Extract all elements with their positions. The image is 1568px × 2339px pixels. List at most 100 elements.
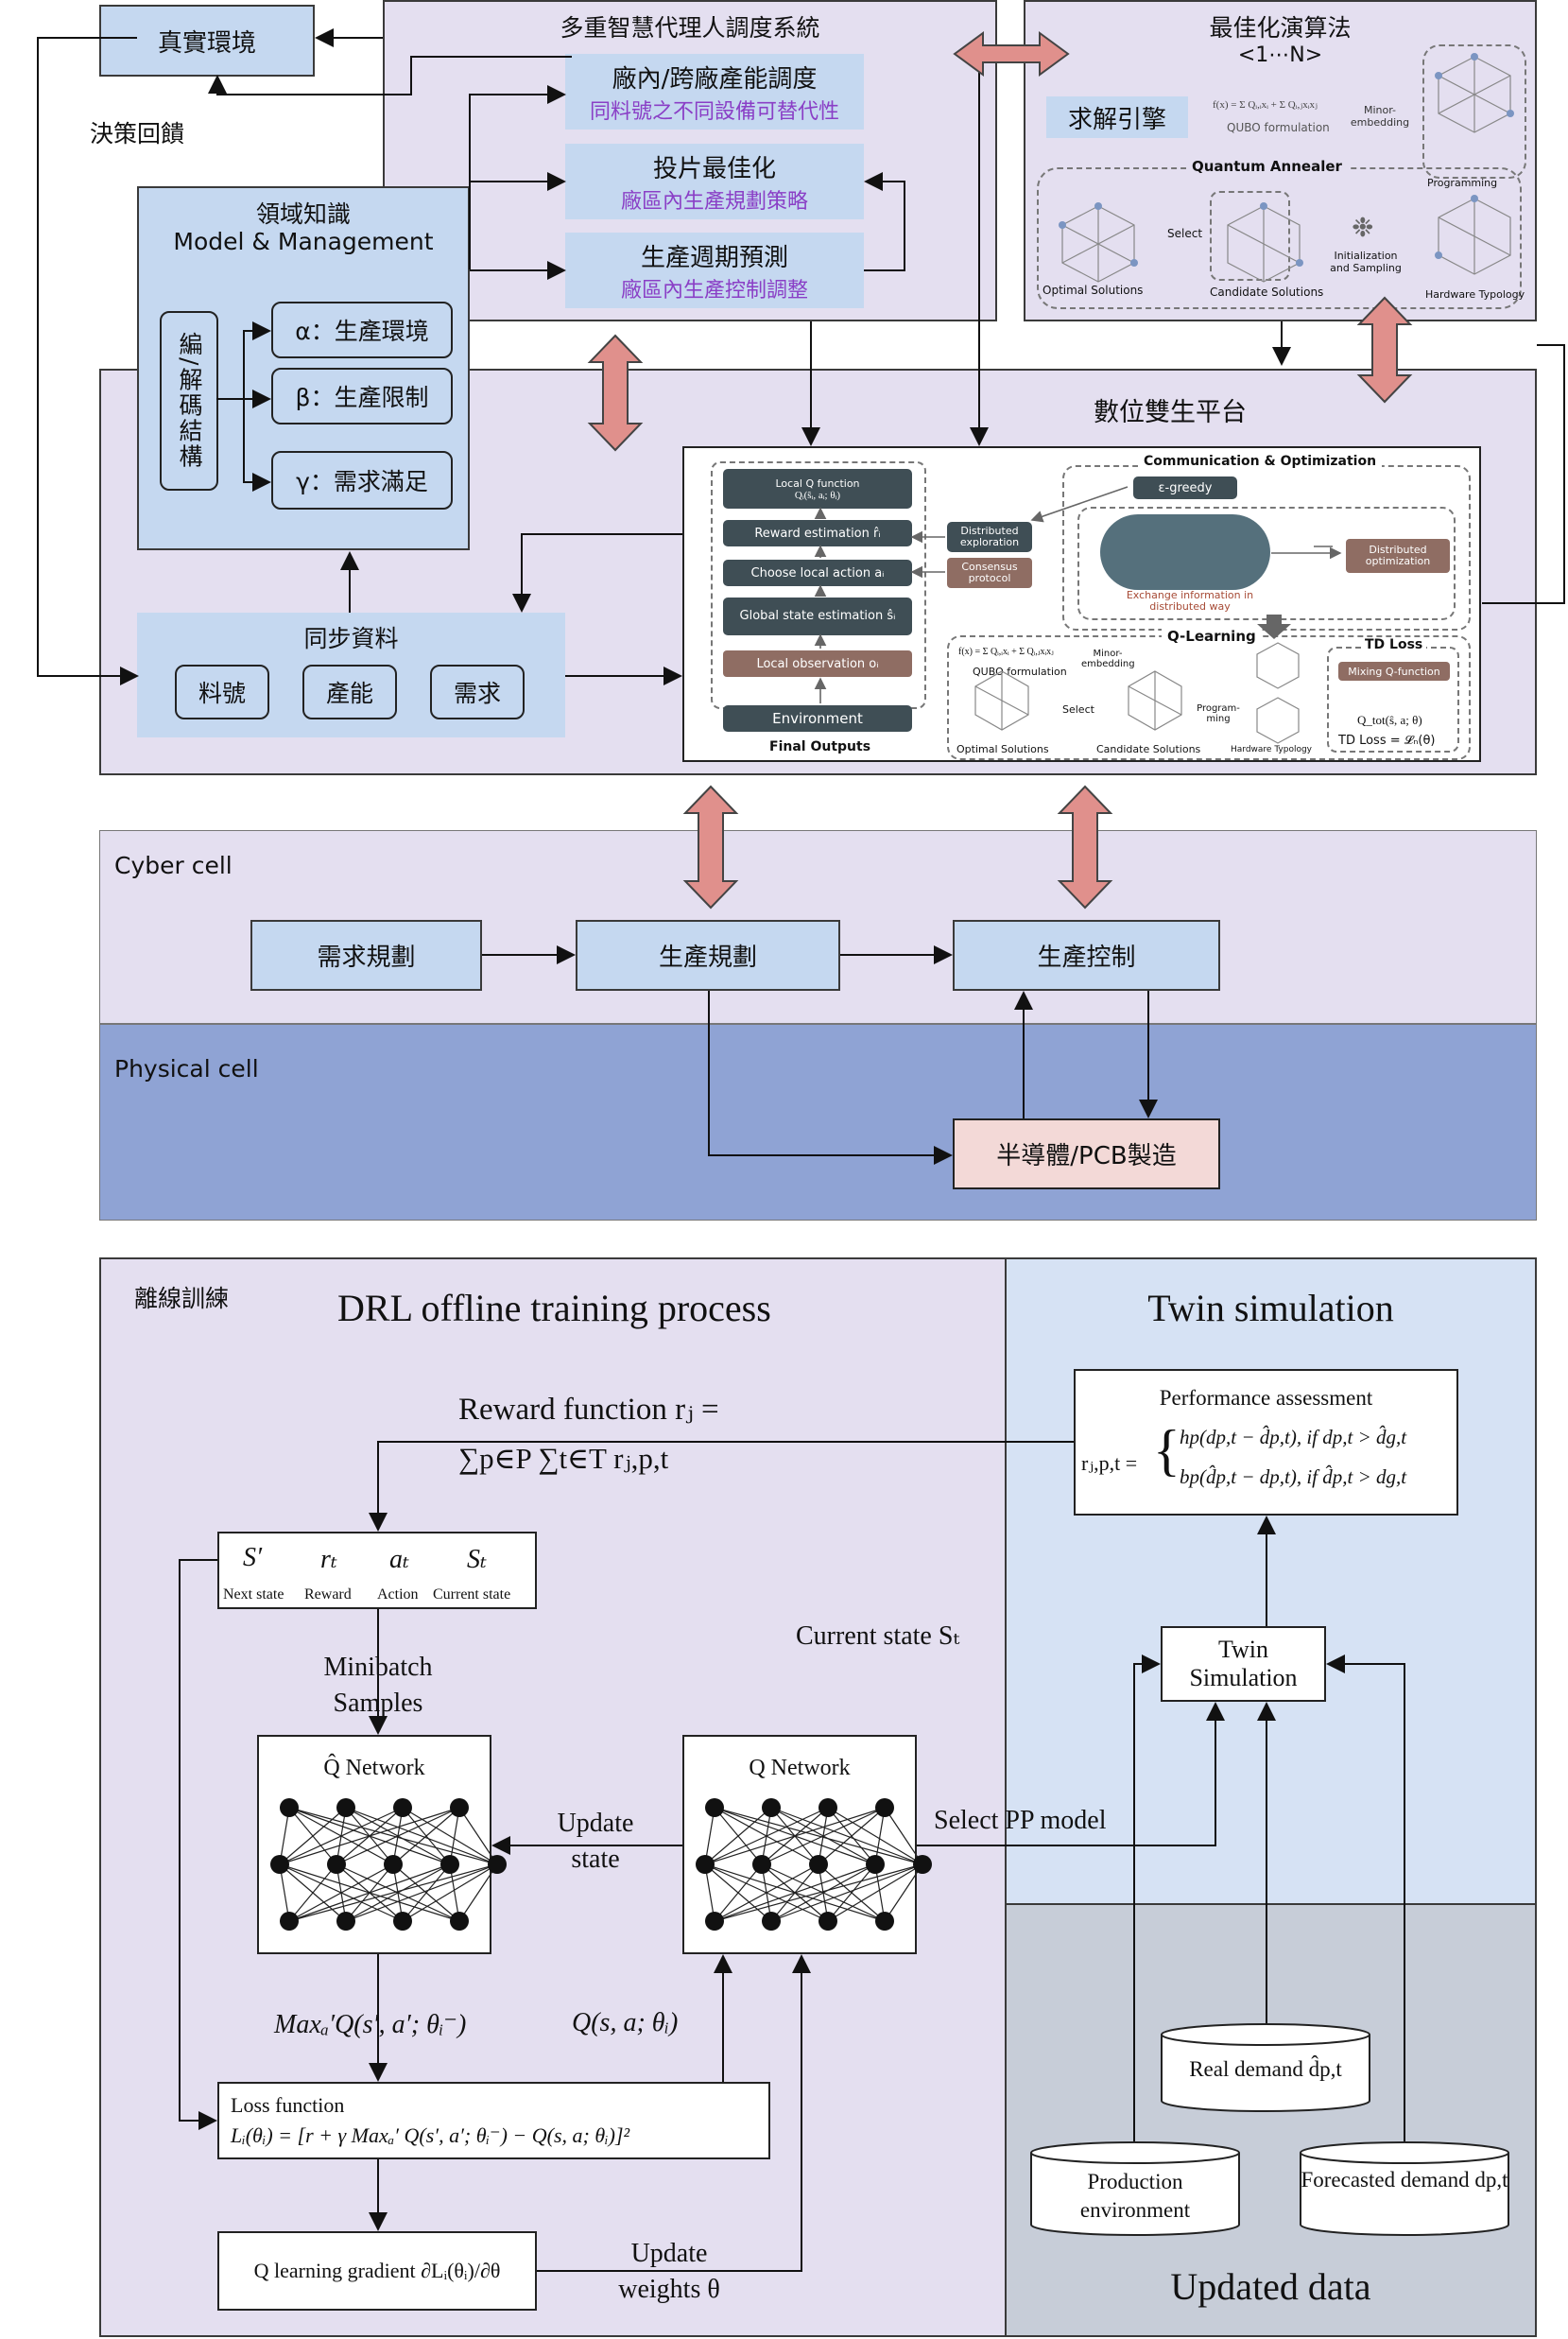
perf-title: Performance assessment — [1159, 1386, 1373, 1410]
choose-action-box: Choose local action aᵢ — [723, 560, 912, 586]
alpha-environment-box: α：生產環境 — [271, 302, 453, 358]
init-sampling-label: Initialization and Sampling — [1330, 250, 1402, 274]
distributed-exploration-box: Distributed exploration — [947, 522, 1032, 552]
egreedy-label: ε-greedy — [1158, 480, 1213, 495]
action-label: Action — [377, 1586, 419, 1603]
solver-engine-label: 求解引擎 — [1067, 105, 1166, 134]
optimization-title: 最佳化演算法 — [1209, 14, 1352, 42]
select-pp-model-label: Select PP model — [934, 1806, 1107, 1835]
optimal-solutions-label: Optimal Solutions — [1042, 284, 1144, 297]
current-state-label: Current state — [433, 1586, 511, 1603]
twin-sim-box-label: Twin Simulation — [1189, 1636, 1298, 1691]
reward-est-label: Reward estimation r̂ᵢ — [754, 526, 881, 541]
comm-opt-title: Communication & Optimization — [1138, 454, 1383, 469]
codec-structure-box: 編/解碼結構 — [160, 311, 218, 491]
real-environment-box: 真實環境 — [99, 5, 315, 77]
select-label: Select — [1167, 227, 1203, 240]
alpha-label: α：生產環境 — [295, 318, 429, 345]
hardware-typology-label: Hardware Typology — [1425, 288, 1525, 301]
real-demand-label: Real demand d̂p,t — [1189, 2057, 1342, 2081]
q-learning-title: Q-Learning — [1162, 628, 1262, 645]
action-symbol: aₜ — [389, 1545, 409, 1574]
current-state-symbol: Sₜ — [467, 1545, 487, 1574]
real-demand-cylinder: Real demand d̂p,t — [1161, 2023, 1370, 2112]
consensus-label: Consensus protocol — [961, 561, 1018, 584]
performance-assessment-box: Performance assessment rⱼ,p,t = { hp(dp,… — [1074, 1369, 1458, 1516]
q-network-box: Q Network — [682, 1735, 917, 1954]
candidate-frame — [1210, 191, 1290, 281]
inner-candidate-label: Candidate Solutions — [1096, 743, 1201, 755]
physical-cell-label: Physical cell — [114, 1055, 259, 1083]
hardware-frame — [1422, 44, 1526, 179]
updated-data-panel: Updated data — [1005, 1903, 1537, 2337]
update-state-label: Update state — [557, 1809, 634, 1874]
wafer-start-box: 投片最佳化 廠區內生產規劃策略 — [565, 144, 864, 219]
inner-qubo-label: QUBO formulation — [973, 666, 1067, 678]
inner-select-label: Select — [1062, 703, 1094, 716]
qubo-label: QUBO formulation — [1227, 121, 1330, 134]
multi-agent-title: 多重智慧代理人調度系統 — [560, 14, 820, 42]
domain-title: 領域知識 — [255, 200, 351, 228]
td-formula-label: TD Loss = 𝓛ₙ(θ) — [1338, 734, 1436, 748]
beta-label: β：生產限制 — [295, 384, 429, 411]
sync-data-box: 同步資料 料號 產能 需求 — [137, 613, 565, 737]
q-expression: Q(s, a; θᵢ) — [572, 2008, 679, 2037]
digital-twin-title: 數位雙生平台 — [1094, 398, 1247, 427]
marl-architecture-box: Local Q function Qᵢ(ŝᵢ, aᵢ; θᵢ) Reward e… — [682, 446, 1481, 762]
current-state-note: Current state Sₜ — [796, 1621, 960, 1651]
optimization-panel: 最佳化演算法 <1⋯N> 求解引擎 f(x) = Σ Qᵢ,ᵢxᵢ + Σ Qᵢ… — [1024, 0, 1537, 321]
qtot-label: Q_tot(ŝ, a; θ) — [1357, 713, 1422, 727]
minor-embedding-label: Minor-embedding — [1350, 104, 1410, 129]
inner-optimal-label: Optimal Solutions — [956, 743, 1049, 755]
decision-feedback-label: 決策回饋 — [90, 120, 185, 147]
forecasted-demand-cylinder: Forecasted demand dp,t — [1300, 2141, 1509, 2236]
semiconductor-mfg-label: 半導體/PCB製造 — [996, 1142, 1177, 1170]
update-weights-label: Update weights θ — [618, 2239, 720, 2304]
next-state-label: Next state — [223, 1586, 284, 1603]
capacity-dispatch-title: 廠內/跨廠產能調度 — [612, 64, 818, 94]
offline-training-label: 離線訓練 — [134, 1285, 230, 1312]
cyber-cell-label: Cyber cell — [114, 852, 233, 879]
local-observation-box: Local observation oᵢ — [723, 650, 912, 677]
q-network-label: Q Network — [749, 1756, 851, 1780]
environment-box: Environment — [723, 705, 912, 732]
q-gradient-box: Q learning gradient ∂Lᵢ(θᵢ)/∂θ — [217, 2231, 537, 2311]
mixing-q-box: Mixing Q-function — [1338, 662, 1450, 681]
reward-estimation-box: Reward estimation r̂ᵢ — [723, 520, 912, 546]
production-planning-label: 生產規劃 — [658, 944, 757, 972]
wafer-start-title: 投片最佳化 — [652, 154, 776, 183]
local-q-sub: Qᵢ(ŝᵢ, aᵢ; θᵢ) — [794, 489, 841, 501]
reward-function-line1: Reward function rⱼ = — [458, 1393, 719, 1427]
td-loss-title: TD Loss — [1361, 637, 1427, 652]
global-state-box: Global state estimation ŝᵢ — [723, 598, 912, 635]
cycle-time-box: 生產週期預測 廠區內生產控制調整 — [565, 233, 864, 308]
exchange-info-label: Exchange information in distributed way — [1126, 589, 1254, 613]
cloud-icon — [1100, 514, 1270, 590]
global-state-label: Global state estimation ŝᵢ — [739, 608, 896, 623]
production-control-box: 生產控制 — [953, 920, 1220, 991]
consensus-protocol-box: Consensus protocol — [947, 558, 1032, 588]
updated-data-title: Updated data — [1170, 2265, 1371, 2308]
part-number-label: 料號 — [198, 680, 246, 707]
solver-engine-box: 求解引擎 — [1046, 96, 1188, 138]
demand-label: 需求 — [453, 680, 501, 707]
local-q-function-box: Local Q function Qᵢ(ŝᵢ, aᵢ; θᵢ) — [723, 469, 912, 509]
local-q-label: Local Q function — [775, 476, 860, 490]
inner-qubo-formula: f(x) = Σ Qᵢ,ᵢxᵢ + Σ Qᵢ,ⱼxᵢxⱼ — [958, 647, 1054, 657]
replay-buffer-box: S′ rₜ aₜ Sₜ Next state Reward Action Cur… — [217, 1532, 537, 1609]
gamma-demand-box: γ：需求滿足 — [271, 451, 453, 510]
minibatch-label: Minibatch Samples — [323, 1653, 433, 1718]
loss-title: Loss function — [231, 2093, 345, 2117]
semiconductor-mfg-box: 半導體/PCB製造 — [953, 1118, 1220, 1189]
programming-label: Programming — [1427, 177, 1498, 189]
mixing-label: Mixing Q-function — [1348, 665, 1440, 678]
loss-formula: Lᵢ(θᵢ) = [r + γ Maxₐ′ Q(s′, a′; θᵢ⁻) − Q… — [231, 2123, 630, 2147]
loss-function-box: Loss function Lᵢ(θᵢ) = [r + γ Maxₐ′ Q(s′… — [217, 2082, 770, 2159]
production-env-label: Production environment — [1079, 2170, 1191, 2222]
qubo-formula: f(x) = Σ Qᵢ,ᵢxᵢ + Σ Qᵢ,ⱼxᵢxⱼ — [1213, 99, 1318, 111]
demand-planning-box: 需求規劃 — [250, 920, 482, 991]
reward-label: Reward — [304, 1586, 352, 1603]
cycle-time-title: 生產週期預測 — [640, 243, 788, 272]
environment-label: Environment — [772, 710, 863, 727]
drl-title: DRL offline training process — [337, 1287, 771, 1329]
